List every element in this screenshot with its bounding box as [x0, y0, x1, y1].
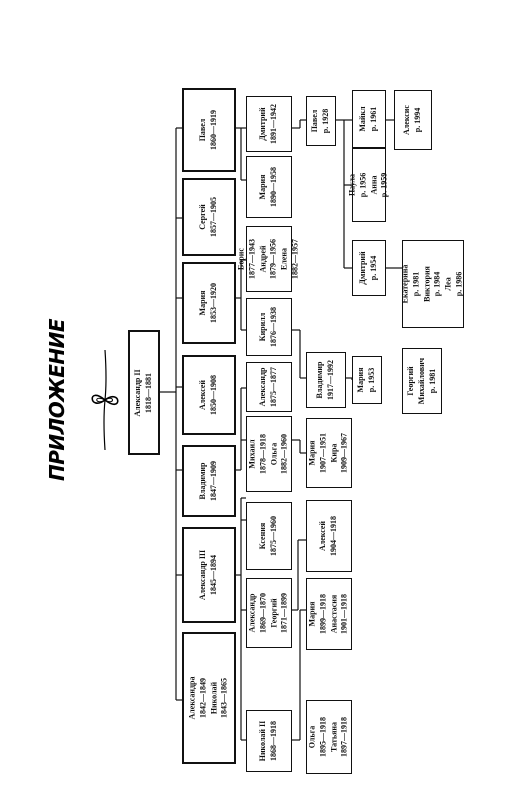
node-ekaterina-victoria-lea: Екатерина р. 1981 Виктория р. 1984 Леа р… — [400, 240, 464, 328]
flourish-ornament — [91, 350, 119, 450]
node-pavel-d: Павел р. 1928 — [306, 96, 336, 146]
node-label: Мария 1890—1958 — [258, 167, 278, 207]
node-dmitry-d: Дмитрий р. 1954 — [352, 240, 386, 296]
node-dmitry-pv: Дмитрий 1891—1942 — [246, 96, 292, 152]
node-mikhail-olga: Михаил 1878—1918 Ольга 1882—1960 — [246, 416, 292, 492]
node-vladimir-k: Владимир 1917—1992 — [306, 352, 346, 408]
node-label: Михаил 1878—1918 Ольга 1882—1960 — [247, 434, 289, 474]
node-label: Дмитрий р. 1954 — [358, 251, 378, 285]
node-label: Борис 1877—1943 Андрей 1879—1956 Елена 1… — [236, 239, 300, 279]
node-label: Паула р. 1956 Анна р. 1959 — [347, 172, 389, 198]
node-paula-anna: Паула р. 1956 Анна р. 1959 — [347, 148, 389, 222]
node-nikolai-ii: Николай II 1868—1918 — [246, 710, 292, 772]
node-alexander-iii: Александр III 1845—1894 — [182, 527, 236, 623]
node-kirill: Кирилл 1876—1938 — [246, 298, 292, 356]
node-label: Павел р. 1928 — [310, 108, 330, 134]
node-label: Владимир 1847—1909 — [198, 461, 218, 501]
node-vladimir: Владимир 1847—1909 — [182, 445, 236, 517]
node-sergei: Сергей 1857—1905 — [182, 178, 236, 256]
node-alexis: Алексис р. 1994 — [394, 90, 432, 150]
node-label: Владимир 1917—1992 — [315, 360, 335, 400]
node-mikhail: Майкл р. 1961 — [352, 90, 386, 148]
node-label: Александр III 1845—1894 — [198, 549, 218, 601]
node-olga-tatiana: Ольга 1895—1918 Татьяна 1897—1918 — [306, 700, 352, 774]
node-label: Мария 1907—1951 Кира 1909—1967 — [307, 433, 349, 473]
node-label: Александр 1869—1870 Георгий 1871—1899 — [247, 593, 289, 633]
node-label: Александра 1842—1849 Николай 1843—1865 — [187, 676, 229, 720]
node-alexandr-vl: Александр 1875—1877 — [246, 362, 292, 412]
node-maria-pv: Мария 1890—1958 — [246, 156, 292, 218]
node-label: Павел 1860—1919 — [198, 110, 218, 150]
node-label: Алексей 1904—1918 — [318, 516, 338, 556]
node-label: Екатерина р. 1981 Виктория р. 1984 Леа р… — [400, 264, 464, 304]
node-label: Алексей 1850—1908 — [198, 375, 218, 415]
node-alexei: Алексей 1850—1908 — [182, 355, 236, 435]
node-label: Ольга 1895—1918 Татьяна 1897—1918 — [307, 717, 349, 757]
node-maria-kira: Мария 1907—1951 Кира 1909—1967 — [306, 418, 352, 488]
node-alexandra-nikolai: Александра 1842—1849 Николай 1843—1865 — [182, 632, 236, 764]
node-maria-anastasia: Мария 1899—1918 Анастасия 1901—1918 — [306, 578, 352, 650]
node-label: Майкл р. 1961 — [358, 106, 378, 132]
node-label: Алексис р. 1994 — [402, 105, 422, 135]
node-pavel: Павел 1860—1919 — [182, 88, 236, 172]
node-label: Мария 1899—1918 Анастасия 1901—1918 — [307, 594, 349, 634]
node-label: Сергей 1857—1905 — [198, 197, 218, 237]
node-label: Мария р. 1953 — [356, 367, 376, 393]
node-ksenia: Ксения 1875—1960 — [246, 502, 292, 570]
node-label: Дмитрий 1891—1942 — [258, 104, 278, 144]
node-maria-v: Мария р. 1953 — [352, 356, 382, 404]
node-boris-andrei-elena: Борис 1877—1943 Андрей 1879—1956 Елена 1… — [237, 226, 300, 292]
node-label: Георгий Михайлович р. 1981 — [405, 357, 437, 405]
node-alexander-georgy: Александр 1869—1870 Георгий 1871—1899 — [246, 578, 292, 648]
node-label: Кирилл 1876—1938 — [258, 307, 278, 347]
node-georgy: Георгий Михайлович р. 1981 — [402, 348, 442, 414]
node-maria: Мария 1853—1920 — [182, 262, 236, 344]
node-label: Ксения 1875—1960 — [258, 516, 278, 556]
node-label: Александр 1875—1877 — [258, 367, 278, 407]
node-alexei-n: Алексей 1904—1918 — [306, 500, 352, 572]
node-alexander-ii: Александр II 1818—1881 — [128, 330, 160, 455]
node-label: Мария 1853—1920 — [198, 283, 218, 323]
node-label: Александр II 1818—1881 — [133, 368, 153, 417]
node-label: Николай II 1868—1918 — [258, 720, 278, 762]
